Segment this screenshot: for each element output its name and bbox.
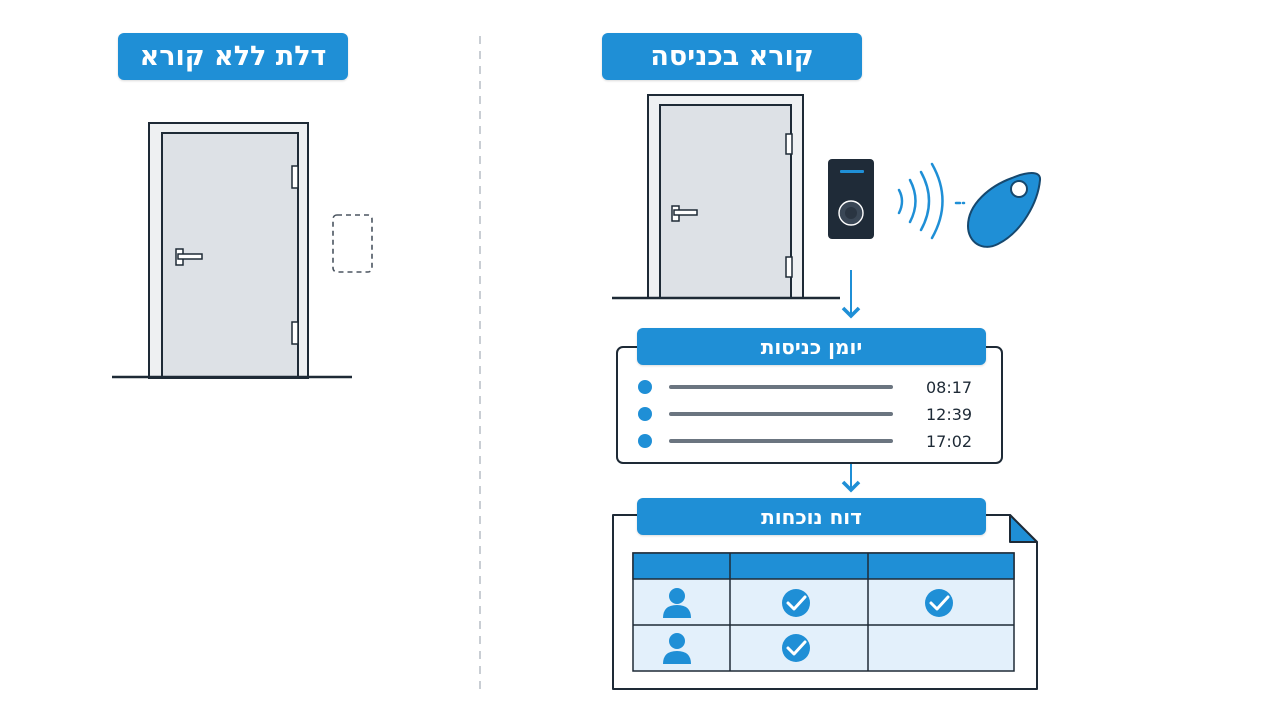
user-icon bbox=[663, 633, 691, 664]
entry-time: 08:17 bbox=[926, 378, 973, 397]
page-fold bbox=[1009, 514, 1038, 543]
nfc-waves-icon bbox=[897, 162, 966, 240]
list-bullet bbox=[638, 380, 652, 394]
user-icon bbox=[663, 588, 691, 618]
attendance-table bbox=[632, 552, 1015, 672]
entry-time: 17:02 bbox=[926, 432, 973, 451]
missing-reader-placeholder bbox=[332, 214, 373, 273]
left-door-icon bbox=[148, 122, 309, 379]
list-bullet bbox=[638, 407, 652, 421]
key-fob-icon bbox=[966, 172, 1041, 248]
card-reader-icon bbox=[828, 159, 874, 239]
right-door-icon bbox=[647, 94, 804, 299]
check-circle-icon bbox=[782, 589, 810, 617]
check-circle-icon bbox=[925, 589, 953, 617]
check-circle-icon bbox=[782, 634, 810, 662]
entry-log-rows bbox=[638, 380, 893, 448]
left-panel-title: דלת ללא קורא bbox=[118, 33, 348, 80]
table-header bbox=[632, 552, 1015, 580]
right-panel-title: קורא בכניסה bbox=[602, 33, 862, 80]
list-bullet bbox=[638, 434, 652, 448]
entry-log-title: יומן כניסות bbox=[637, 328, 986, 365]
entry-time: 12:39 bbox=[926, 405, 973, 424]
attendance-report-title: דוח נוכחות bbox=[637, 498, 986, 535]
